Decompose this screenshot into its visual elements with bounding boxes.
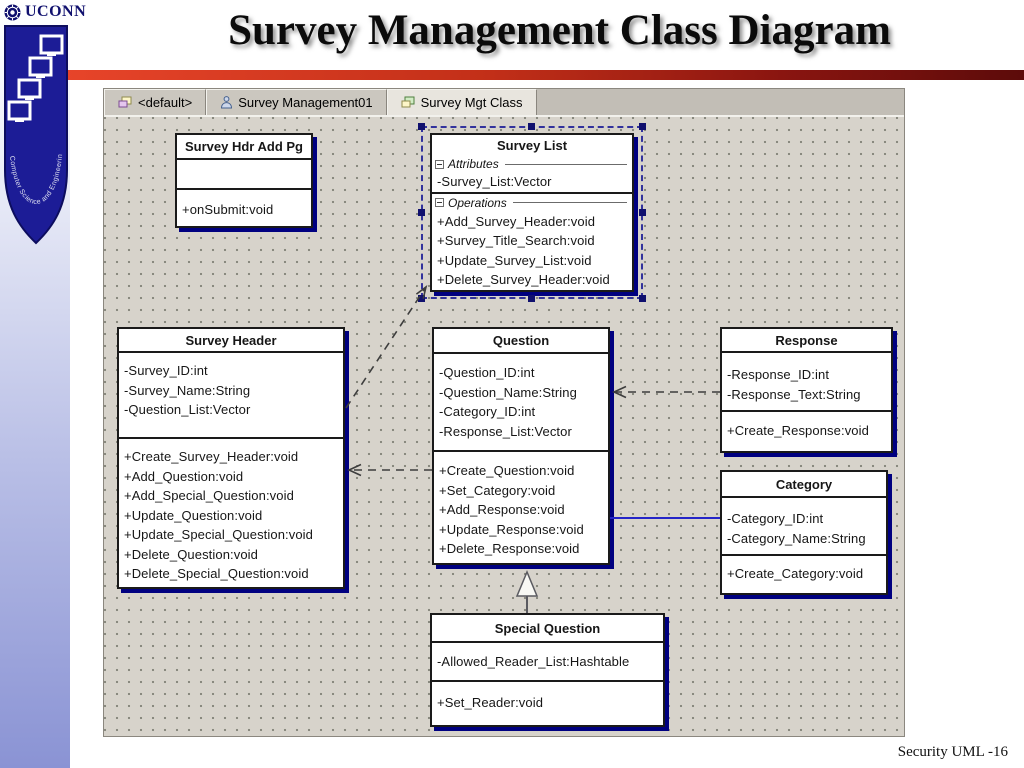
operations-compartment: +Create_Survey_Header:void +Add_Question:… — [119, 439, 343, 587]
selection-handle[interactable] — [528, 123, 535, 130]
class-member: +Create_Question:void — [439, 463, 575, 478]
class-member: +Survey_Title_Search:void — [437, 233, 595, 248]
title-rule — [55, 70, 1024, 80]
selection-outline[interactable] — [418, 123, 646, 302]
attributes-compartment: -Allowed_Reader_List:Hashtable — [432, 643, 663, 682]
operations-compartment: +onSubmit:void — [177, 190, 311, 226]
class-member: +Add_Survey_Header:void — [437, 213, 596, 229]
default-view-icon — [118, 96, 132, 108]
section-rule — [512, 202, 627, 203]
class-member: -Question_ID:int — [439, 365, 535, 380]
operations-compartment: +Add_Survey_Header:void +Survey_Title_Sea… — [432, 211, 632, 291]
class-member: -Response_List:Vector — [439, 423, 572, 439]
class-title: Response — [722, 329, 891, 353]
diagram-tabbar: <default> Survey Management01 Survey Mgt… — [104, 89, 904, 115]
class-member: +Create_Survey_Header:void — [124, 449, 299, 464]
class-box-survey-header[interactable]: Survey Header -Survey_ID:int -Survey_Name… — [117, 327, 345, 589]
class-member: +Set_Reader:void — [437, 695, 544, 710]
attributes-compartment: -Response_ID:int -Response_Text:String — [722, 353, 891, 412]
class-member: +Set_Category:void — [439, 482, 556, 498]
cse-shield-icon: Computer Science and Engineering — [1, 19, 68, 245]
selection-handle[interactable] — [639, 208, 646, 216]
class-member: -Survey_Name:String — [124, 382, 251, 398]
cse-shield: Computer Science and Engineering — [1, 19, 69, 251]
class-member: +Update_Response:void — [439, 521, 584, 537]
tab-survey-mgt-class[interactable]: Survey Mgt Class — [386, 89, 537, 115]
operations-compartment: +Set_Reader:void — [432, 682, 663, 725]
class-member: -Category_Name:String — [727, 530, 866, 546]
selection-handle[interactable] — [639, 295, 646, 302]
class-member: +Create_Category:void — [727, 566, 864, 581]
tab-label: <default> — [138, 95, 193, 110]
class-member: +Delete_Response:void — [439, 541, 580, 556]
selection-handle[interactable] — [639, 123, 646, 130]
attributes-compartment: -Survey_ID:int -Survey_Name:String -Questi… — [119, 353, 343, 439]
class-member: -Survey_ID:int — [124, 363, 208, 378]
class-box-response[interactable]: Response -Response_ID:int -Response_Text:… — [720, 327, 893, 453]
class-member: -Allowed_Reader_List:Hashtable — [437, 654, 630, 669]
selection-handle[interactable] — [528, 295, 535, 302]
class-title: Question — [434, 329, 608, 354]
use-case-person-icon — [221, 96, 233, 109]
operations-section-header: Operations — [432, 194, 632, 211]
page-title: Survey Management Class Diagram — [228, 7, 891, 54]
collapse-minus-icon[interactable] — [435, 198, 444, 207]
selection-handle[interactable] — [418, 295, 425, 302]
tab-survey-management01[interactable]: Survey Management01 — [206, 89, 387, 115]
class-box-question[interactable]: Question -Question_ID:int -Question_Name:… — [432, 327, 610, 565]
uconn-logo: UCONN — [4, 3, 86, 21]
slide-footer: Security UML -16 — [897, 744, 1008, 760]
class-member: +Delete_Question:void — [124, 546, 258, 562]
tab-label: Survey Management01 — [238, 95, 373, 110]
class-member: +onSubmit:void — [182, 202, 274, 217]
class-member: -Category_ID:int — [727, 511, 824, 526]
class-member: -Question_Name:String — [439, 384, 577, 400]
class-member: -Survey_List:Vector — [437, 174, 552, 189]
class-member: +Delete_Survey_Header:void — [437, 272, 610, 287]
class-title: Special Question — [432, 615, 663, 643]
class-member: -Question_List:Vector — [124, 402, 251, 417]
operations-compartment: +Create_Question:void +Set_Category:void +… — [434, 452, 608, 563]
uconn-wordmark: UCONN — [25, 3, 87, 20]
class-title: Category — [722, 472, 886, 498]
class-box-survey-hdr-add-pg[interactable]: Survey Hdr Add Pg +onSubmit:void — [175, 133, 313, 228]
class-title: Survey Hdr Add Pg — [177, 135, 311, 160]
class-member: +Add_Response:void — [439, 502, 565, 517]
class-title: Survey List — [496, 137, 568, 153]
class-title: Survey Header — [119, 329, 343, 353]
class-member: -Response_Text:String — [727, 386, 861, 402]
class-member: -Category_ID:int — [439, 404, 536, 419]
operations-compartment: +Create_Category:void — [722, 556, 886, 593]
class-member: -Response_ID:int — [727, 367, 830, 382]
tab-default[interactable]: <default> — [104, 89, 207, 115]
section-label: Attributes — [448, 157, 499, 171]
class-member: +Update_Survey_List:void — [437, 252, 592, 268]
tab-label: Survey Mgt Class — [420, 95, 523, 110]
attributes-compartment — [177, 160, 311, 190]
uconn-seal-icon — [4, 4, 21, 20]
class-box-survey-list[interactable]: Survey List Attributes -Survey_List:Vect… — [430, 133, 634, 292]
class-member: +Add_Special_Question:void — [124, 488, 294, 503]
class-member: +Create_Response:void — [727, 423, 869, 438]
selection-handle[interactable] — [418, 208, 425, 216]
class-box-special-question[interactable]: Special Question -Allowed_Reader_List:Ha… — [430, 613, 665, 727]
attributes-compartment: -Category_ID:int -Category_Name:String — [722, 498, 886, 556]
section-rule — [504, 163, 627, 165]
operations-compartment: +Create_Response:void — [722, 412, 891, 451]
class-member: +Delete_Special_Question:void — [124, 566, 309, 581]
class-member: +Update_Special_Question:void — [124, 527, 314, 542]
class-box-category[interactable]: Category -Category_ID:int -Category_Name:… — [720, 470, 888, 595]
attributes-compartment: -Survey_List:Vector — [432, 172, 632, 194]
class-diagram-icon — [401, 96, 415, 108]
attributes-section-header: Attributes — [432, 155, 632, 172]
collapse-minus-icon[interactable] — [435, 159, 444, 169]
selection-handle[interactable] — [418, 123, 425, 130]
attributes-compartment: -Question_ID:int -Question_Name:String -Ca… — [434, 354, 608, 452]
section-label: Operations — [448, 195, 507, 210]
class-member: +Update_Question:void — [124, 507, 263, 523]
class-member: +Add_Question:void — [124, 468, 244, 484]
